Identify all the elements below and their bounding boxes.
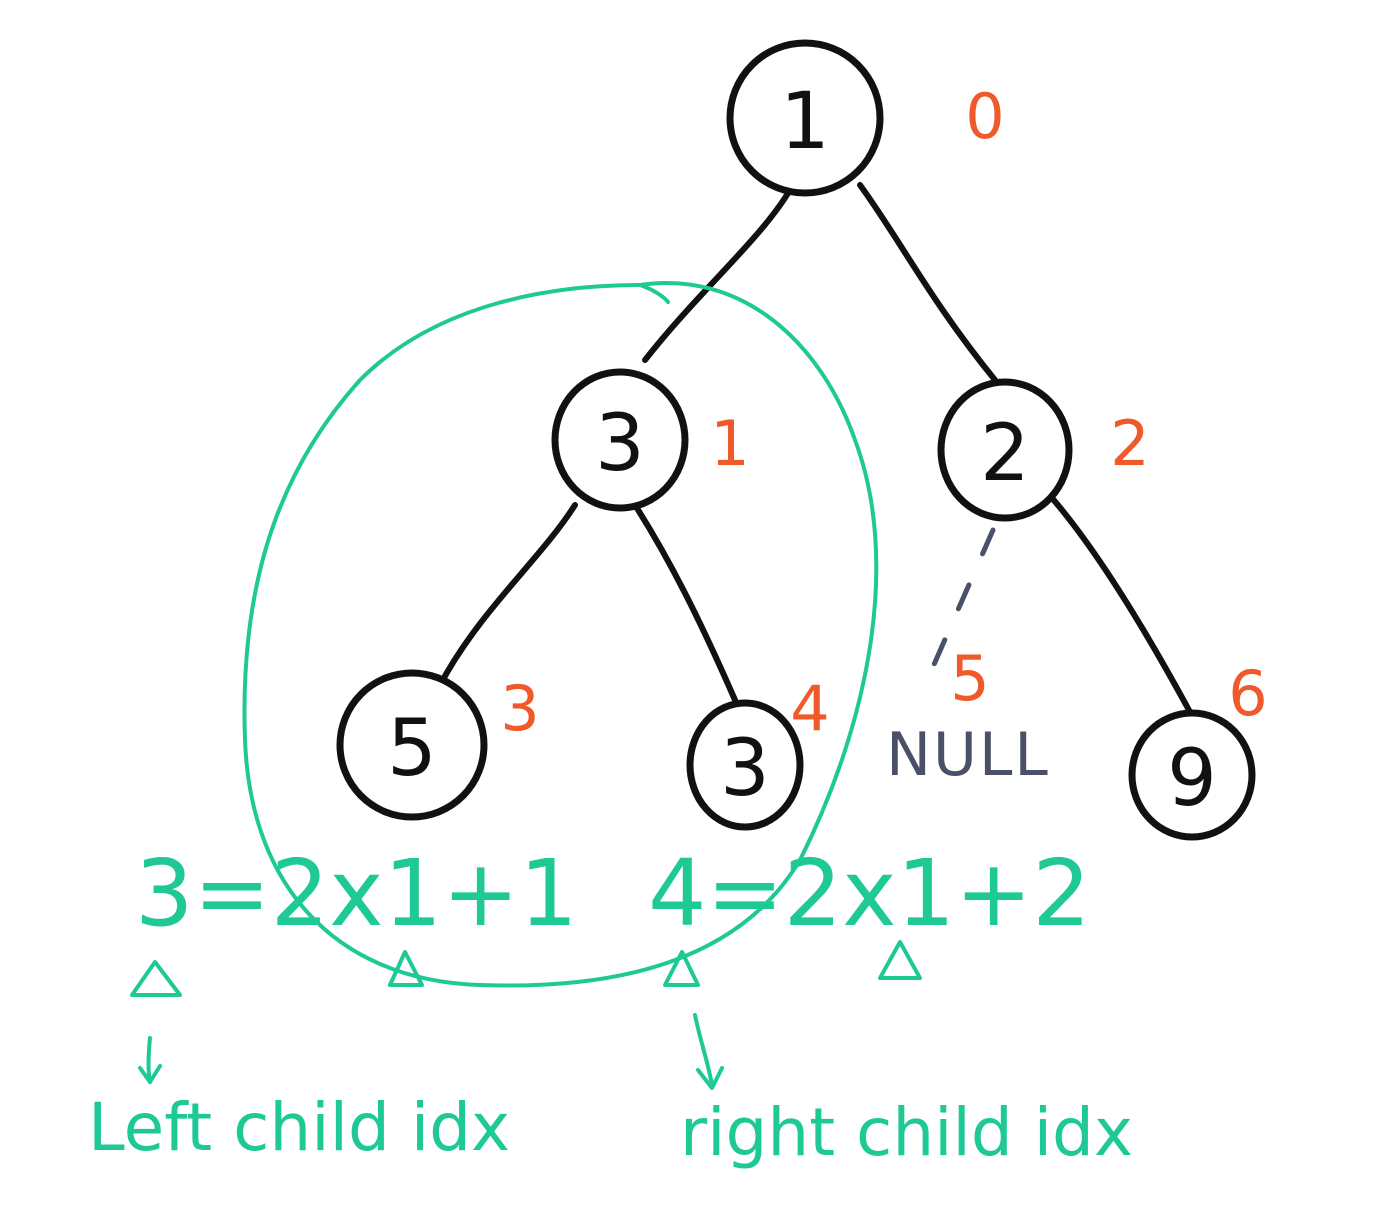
tree-node-9: 9 <box>1128 709 1256 841</box>
right-child-caption: right child idx <box>680 1094 1133 1171</box>
edge-2-9 <box>1042 487 1193 715</box>
index-label: 0 <box>965 80 1004 153</box>
edge-1-2 <box>857 182 998 383</box>
pointer-triangle <box>388 950 424 987</box>
node-value: 9 <box>1167 734 1217 824</box>
left-child-formula: 3=2x1+1 <box>135 840 578 947</box>
edge-3-5 <box>437 502 578 688</box>
pointer-triangle <box>663 950 700 987</box>
right-child-formula: 4=2x1+2 <box>648 840 1091 947</box>
node-value: 1 <box>780 77 830 167</box>
index-label: 6 <box>1228 657 1267 730</box>
tree-node-3-leaf: 3 <box>686 699 804 831</box>
left-child-caption: Left child idx <box>88 1089 510 1166</box>
tree-node-left-child: 3 <box>551 368 689 512</box>
pointer-triangle <box>130 960 182 997</box>
node-value: 5 <box>387 704 437 794</box>
index-label: 4 <box>790 672 829 745</box>
tree-node-5: 5 <box>336 669 488 821</box>
edge-2-null <box>922 527 996 688</box>
node-value: 3 <box>595 399 645 489</box>
pointer-triangle <box>878 940 922 980</box>
subtree-highlight-loop <box>242 281 879 988</box>
node-value: 3 <box>720 724 770 814</box>
tree-node-right-child: 2 <box>937 378 1073 522</box>
subtree-highlight-tail <box>638 283 670 304</box>
node-value: 2 <box>980 409 1030 499</box>
edge-3-3 <box>632 502 738 703</box>
down-arrow-icon <box>138 1036 162 1084</box>
null-label: NULL <box>886 720 1050 790</box>
tree-node-root: 1 <box>726 39 884 197</box>
index-label: 1 <box>710 407 749 480</box>
null-index-label: 5 <box>950 642 989 715</box>
index-label: 2 <box>1110 407 1149 480</box>
index-label: 3 <box>500 672 539 745</box>
down-arrow-icon <box>693 1013 724 1090</box>
edge-1-3 <box>642 187 793 363</box>
